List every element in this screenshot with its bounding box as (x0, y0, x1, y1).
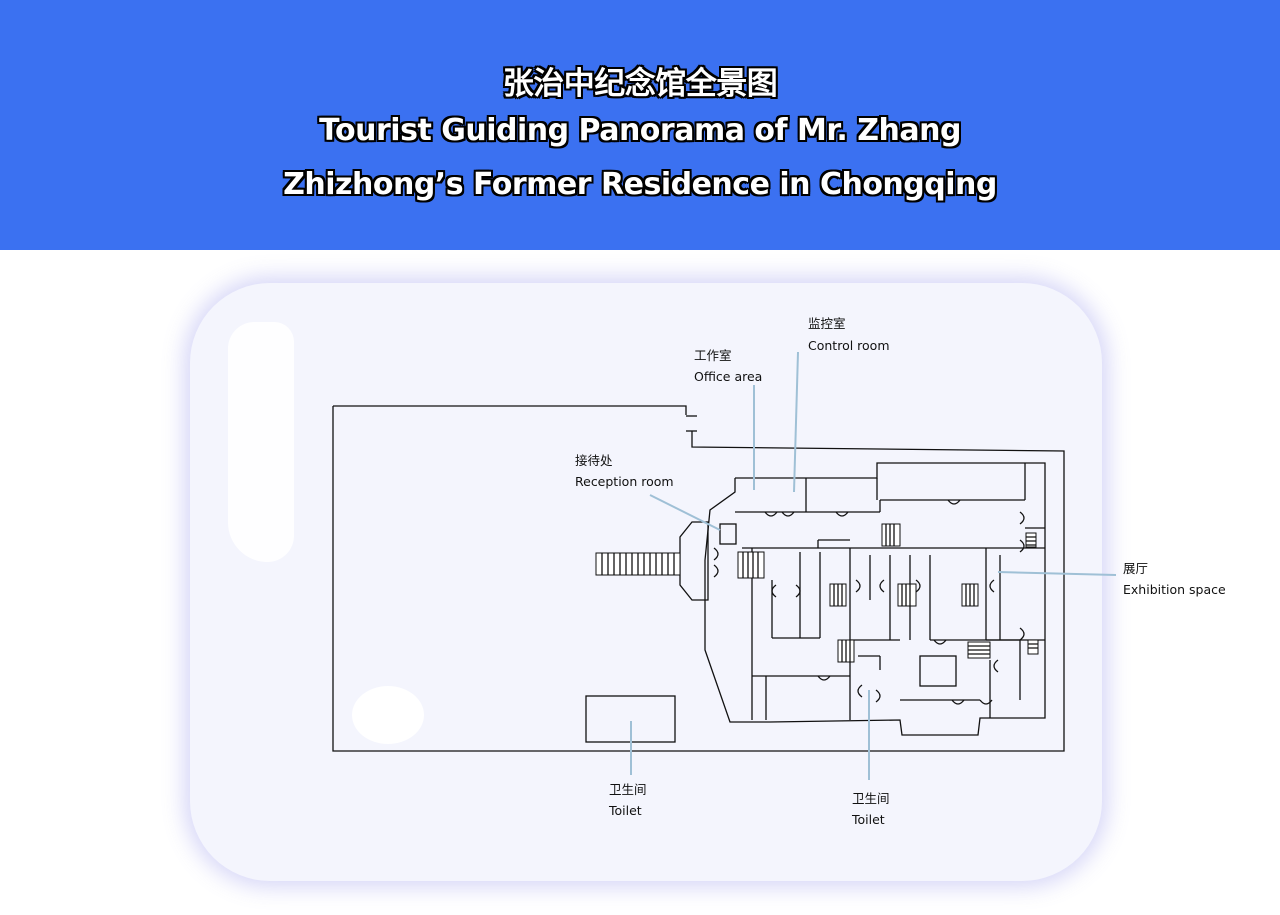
title-english-line1: Tourist Guiding Panorama of Mr. Zhang (319, 113, 961, 148)
leader-lines (630, 351, 1117, 780)
exhibition-space-label-cn: 展厅 (1123, 561, 1149, 576)
stairs (595, 523, 1039, 663)
control-room-label-en: Control room (808, 338, 890, 353)
decorative-highlight (228, 322, 294, 562)
floor-plan-walls (332, 405, 1065, 752)
title-chinese: 张治中纪念馆全景图 (502, 66, 778, 102)
title-english-line2: Zhizhong’s Former Residence in Chongqing (283, 167, 997, 202)
office-area-label-en: Office area (694, 369, 763, 384)
control-room-label-cn: 监控室 (808, 316, 846, 331)
toilet-left-label-cn: 卫生间 (609, 782, 647, 797)
decorative-highlight (352, 686, 424, 744)
header-banner: 张治中纪念馆全景图 Tourist Guiding Panorama of Mr… (0, 0, 1280, 250)
reception-room-label-cn: 接待处 (575, 453, 613, 468)
toilet-right-label-en: Toilet (852, 812, 885, 827)
office-area-label-cn: 工作室 (694, 348, 732, 363)
toilet-left-label-en: Toilet (609, 803, 642, 818)
toilet-right-label-cn: 卫生间 (852, 791, 890, 806)
map-card (190, 283, 1102, 881)
reception-room-label-en: Reception room (575, 474, 674, 489)
exhibition-space-label-en: Exhibition space (1123, 582, 1226, 597)
stair-treads (601, 524, 1038, 662)
